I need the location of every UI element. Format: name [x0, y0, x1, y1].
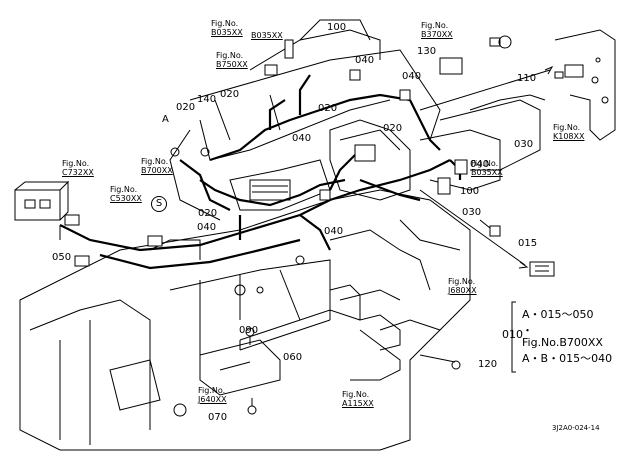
- part-label-020-d: 020: [383, 123, 403, 134]
- part-label-140: 140: [197, 94, 217, 105]
- fig-ref-c732: Fig.No.C732XX: [62, 159, 94, 177]
- part-label-110: 110: [517, 73, 537, 84]
- fig-ref-j680: Fig.No.J680XX: [448, 277, 477, 295]
- legend-line-3: A・B・015～040: [522, 352, 613, 365]
- part-label-120: 120: [478, 359, 498, 370]
- part-label-070: 070: [208, 412, 228, 423]
- part-label-040-lower1: 040: [197, 222, 217, 233]
- view-ref-s: S: [151, 196, 167, 212]
- bracket-assembly: [199, 284, 456, 415]
- legend-line-2: Fig.No.B700XX: [522, 336, 603, 349]
- legend-code: 010: [502, 328, 523, 341]
- fig-ref-b035-top: Fig.No.B035XX: [211, 19, 243, 37]
- part-label-030-mid: 030: [462, 207, 482, 218]
- part-label-030-top: 030: [514, 139, 534, 150]
- part-label-060: 060: [283, 352, 303, 363]
- part-label-130: 130: [417, 46, 437, 57]
- part-label-020-c: 020: [318, 103, 338, 114]
- fig-ref-b750: Fig.No.B750XX: [216, 51, 248, 69]
- harness-wires: [59, 74, 462, 270]
- drawing-code: 3J2A0-024-14: [552, 424, 600, 432]
- transmission-housing: [19, 189, 471, 451]
- assembly-legend: 010 A・015～050 ・ Fig.No.B700XX A・B・015～04…: [502, 300, 622, 380]
- legend-brace: [511, 301, 516, 373]
- part-label-100-top: 100: [327, 22, 347, 33]
- part-label-040-top1: 040: [355, 55, 375, 66]
- part-label-020-e: 020: [198, 208, 218, 219]
- part-label-090: 090: [239, 325, 259, 336]
- rear-axle-housing: [169, 19, 546, 221]
- part-label-050: 050: [52, 252, 72, 263]
- side-panel: [554, 29, 616, 141]
- view-ref-a: A: [162, 114, 169, 125]
- part-label-040-right: 040: [470, 159, 490, 170]
- legend-line-1: A・015～050: [522, 308, 594, 321]
- fig-ref-b370: Fig.No.B370XX: [421, 21, 453, 39]
- part-label-015: 015: [518, 238, 538, 249]
- fig-ref-c530: Fig.No.C530XX: [110, 185, 142, 203]
- fig-ref-a115: Fig.No.A115XX: [342, 390, 374, 408]
- leader-lines: [59, 65, 554, 269]
- fig-ref-b035-right: Fig.No.B035XX: [471, 159, 503, 177]
- connectors: [14, 35, 584, 370]
- part-label-040-lower2: 040: [324, 226, 344, 237]
- part-label-020-a: 020: [176, 102, 196, 113]
- part-label-040-top2: 040: [402, 71, 422, 82]
- fig-ref-b700: Fig.No.B700XX: [141, 157, 173, 175]
- fig-ref-k108: Fig.No.K108XX: [553, 123, 585, 141]
- legend-dot: ・: [522, 324, 533, 337]
- fig-ref-j640: Fig.No.J640XX: [198, 386, 227, 404]
- fig-ref-b035-top2: B035XX: [251, 31, 283, 40]
- part-label-100-mid: 100: [460, 186, 480, 197]
- part-label-040-mid: 040: [292, 133, 312, 144]
- part-label-020-b: 020: [220, 89, 240, 100]
